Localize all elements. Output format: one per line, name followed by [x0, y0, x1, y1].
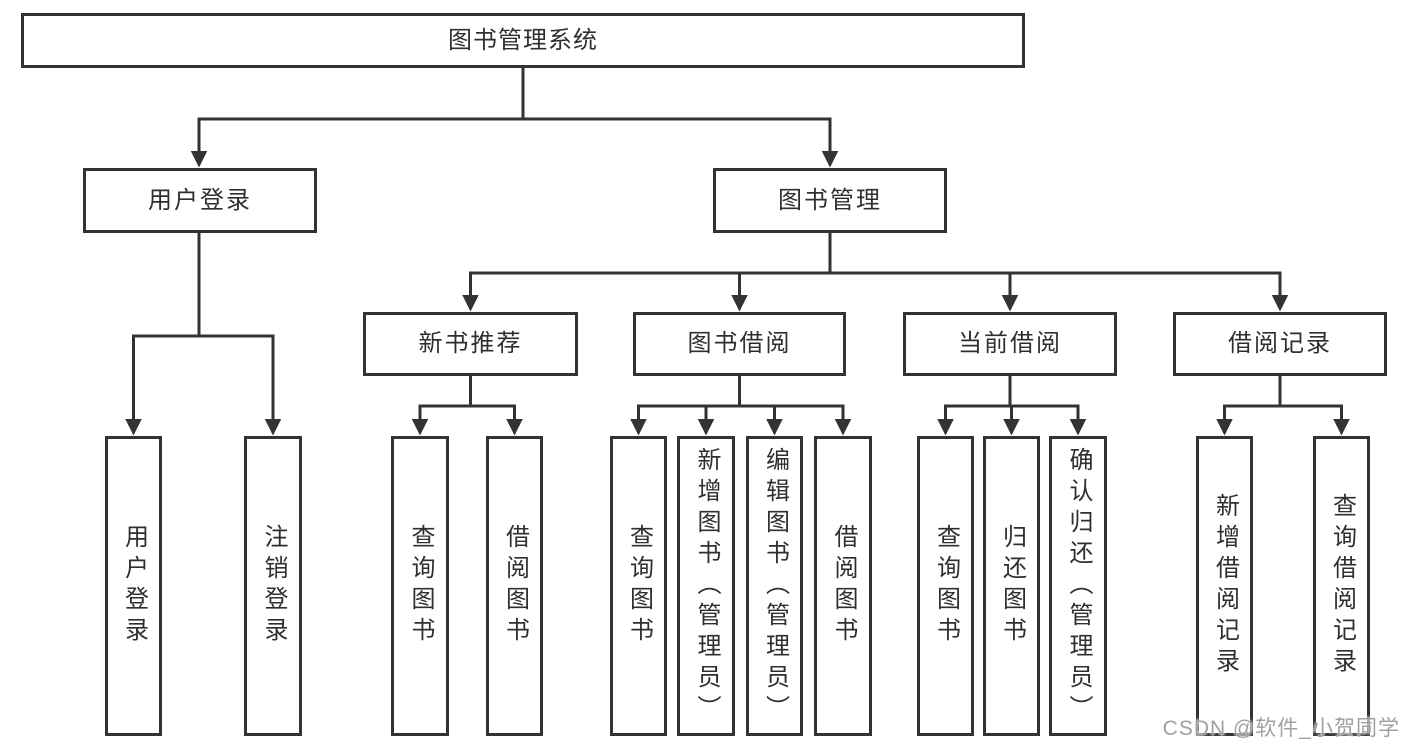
- node-label: 借阅图书: [830, 524, 857, 648]
- node-label: 查询图书: [932, 524, 960, 648]
- node-label: 用户登录: [148, 186, 252, 214]
- node-label: 注销登录: [260, 524, 287, 648]
- node-user-login: 用户登录: [83, 168, 317, 233]
- node-label: 新书推荐: [418, 330, 523, 357]
- node-book-management: 图书管理: [713, 168, 947, 233]
- node-label: 当前借阅: [958, 330, 1062, 357]
- node-borrowing-records: 借阅记录: [1173, 312, 1387, 376]
- node-label: 查询图书: [407, 524, 434, 648]
- node-label: 图书借阅: [687, 330, 792, 357]
- node-label: 查询图书: [625, 524, 653, 648]
- node-label: 确认归还（管理员）: [1065, 446, 1092, 726]
- node-label: 编辑图书（管理员）: [761, 446, 789, 726]
- node-edit-books-admin: 编辑图书（管理员）: [746, 436, 803, 736]
- node-label: 用户登录: [120, 524, 148, 648]
- node-label: 借阅图书: [501, 524, 529, 648]
- node-borrow-books-1: 借阅图书: [486, 436, 543, 736]
- node-user-login-action: 用户登录: [105, 436, 162, 736]
- node-confirm-return-admin: 确认归还（管理员）: [1049, 436, 1107, 736]
- node-label: 新增图书（管理员）: [693, 446, 720, 726]
- node-label: 查询借阅记录: [1328, 493, 1356, 679]
- node-current-borrowing: 当前借阅: [903, 312, 1117, 376]
- node-book-borrowing: 图书借阅: [633, 312, 846, 376]
- node-query-books-2: 查询图书: [610, 436, 667, 736]
- node-new-book-recommendation: 新书推荐: [363, 312, 578, 376]
- node-label: 借阅记录: [1228, 330, 1332, 357]
- node-library-system: 图书管理系统: [21, 13, 1025, 68]
- node-borrow-books-2: 借阅图书: [814, 436, 872, 736]
- node-query-books-1: 查询图书: [391, 436, 449, 736]
- node-add-borrow-record: 新增借阅记录: [1196, 436, 1253, 736]
- csdn-watermark: CSDN @软件_小贺同学: [1162, 717, 1400, 740]
- node-label: 新增借阅记录: [1211, 493, 1239, 679]
- node-logout: 注销登录: [244, 436, 302, 736]
- node-label: 归还图书: [998, 524, 1026, 648]
- node-return-books: 归还图书: [983, 436, 1040, 736]
- node-label: 图书管理: [778, 186, 882, 214]
- node-label: 图书管理系统: [448, 26, 598, 54]
- node-add-books-admin: 新增图书（管理员）: [677, 436, 735, 736]
- node-query-borrow-record: 查询借阅记录: [1313, 436, 1370, 736]
- node-query-books-3: 查询图书: [917, 436, 974, 736]
